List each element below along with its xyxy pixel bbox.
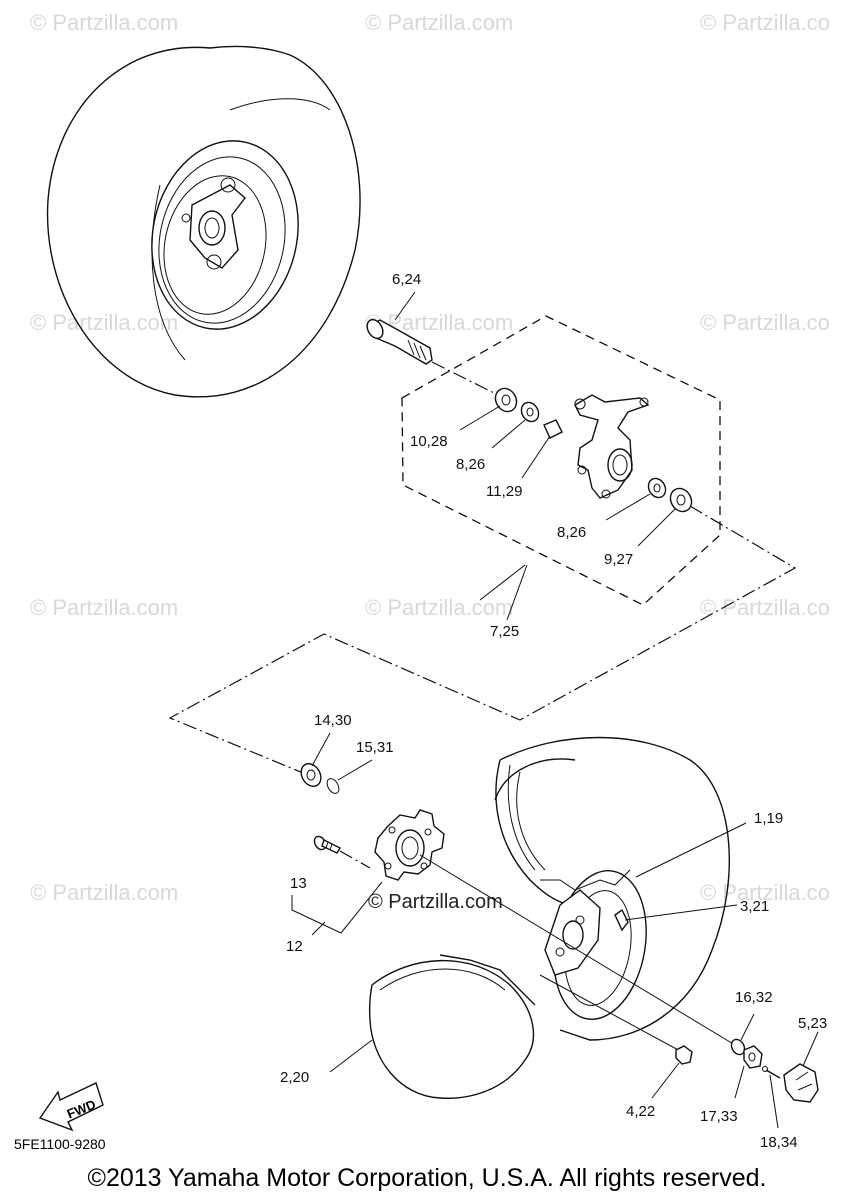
nut — [675, 1045, 693, 1065]
callout-9-27: 9,27 — [604, 551, 633, 568]
center-watermark: © Partzilla.com — [368, 891, 503, 913]
callout-15-31: 15,31 — [356, 739, 394, 756]
axle-shaft — [366, 318, 433, 365]
wheel-hub — [374, 809, 445, 881]
callout-8-26-b: 8,26 — [557, 524, 586, 541]
callout-5-23: 5,23 — [798, 1015, 827, 1032]
collar — [543, 419, 563, 439]
leader-lines — [291, 291, 819, 1129]
steering-knuckle — [574, 394, 650, 499]
callout-1-19: 1,19 — [754, 810, 783, 827]
washer — [730, 1038, 746, 1056]
callout-18-34: 18,34 — [760, 1134, 798, 1151]
oil-seal — [494, 387, 518, 413]
castle-nut — [743, 1045, 763, 1069]
watermark: © Partzilla.com — [30, 595, 178, 620]
oil-seal — [669, 487, 693, 513]
watermark: © Partzilla.co — [700, 10, 830, 35]
top-wheel-assembly — [46, 45, 361, 398]
cotter-pin — [765, 1069, 781, 1079]
hub-group: © Partzilla.com — [300, 762, 819, 1103]
bearing — [647, 477, 667, 499]
watermark: © Partzilla.com — [365, 595, 513, 620]
hub-cap — [783, 1063, 819, 1103]
o-ring — [326, 778, 340, 794]
watermark: © Partzilla.co — [700, 880, 830, 905]
watermark: © Partzilla.com — [30, 310, 178, 335]
callout-2-20: 2,20 — [280, 1069, 309, 1086]
callout-6-24: 6,24 — [392, 271, 421, 288]
watermark-layer: © Partzilla.com © Partzilla.com © Partzi… — [30, 10, 830, 905]
callout-3-21: 3,21 — [740, 898, 769, 915]
watermark: © Partzilla.com — [365, 10, 513, 35]
callout-12: 12 — [286, 938, 303, 955]
watermark: © Partzilla.com — [30, 10, 178, 35]
copyright-notice: ©2013 Yamaha Motor Corporation, U.S.A. A… — [88, 1164, 767, 1192]
callout-13: 13 — [290, 875, 307, 892]
knuckle-group — [366, 315, 721, 606]
watermark: © Partzilla.co — [700, 310, 830, 335]
diagram-code: 5FE1100-9280 — [14, 1136, 106, 1152]
callout-4-22: 4,22 — [626, 1103, 655, 1120]
callout-14-30: 14,30 — [314, 712, 352, 729]
callout-8-26-a: 8,26 — [456, 456, 485, 473]
callout-11-29: 11,29 — [486, 483, 522, 500]
watermark: © Partzilla.co — [700, 595, 830, 620]
lower-wheel-assembly — [368, 736, 731, 1099]
valve — [614, 908, 629, 932]
fwd-arrow-icon: FWD — [38, 1082, 104, 1132]
callout-17-33: 17,33 — [700, 1108, 738, 1125]
callout-labels: 6,24 10,28 8,26 11,29 8,26 9,27 7,25 14,… — [280, 271, 827, 1151]
bearing — [300, 762, 322, 788]
hub-bolt — [313, 835, 341, 854]
callout-10-28: 10,28 — [410, 433, 448, 450]
watermark: © Partzilla.com — [30, 880, 178, 905]
callout-16-32: 16,32 — [735, 989, 773, 1006]
bearing — [520, 401, 540, 423]
callout-7-25: 7,25 — [490, 623, 519, 640]
assembly-line — [168, 505, 797, 781]
